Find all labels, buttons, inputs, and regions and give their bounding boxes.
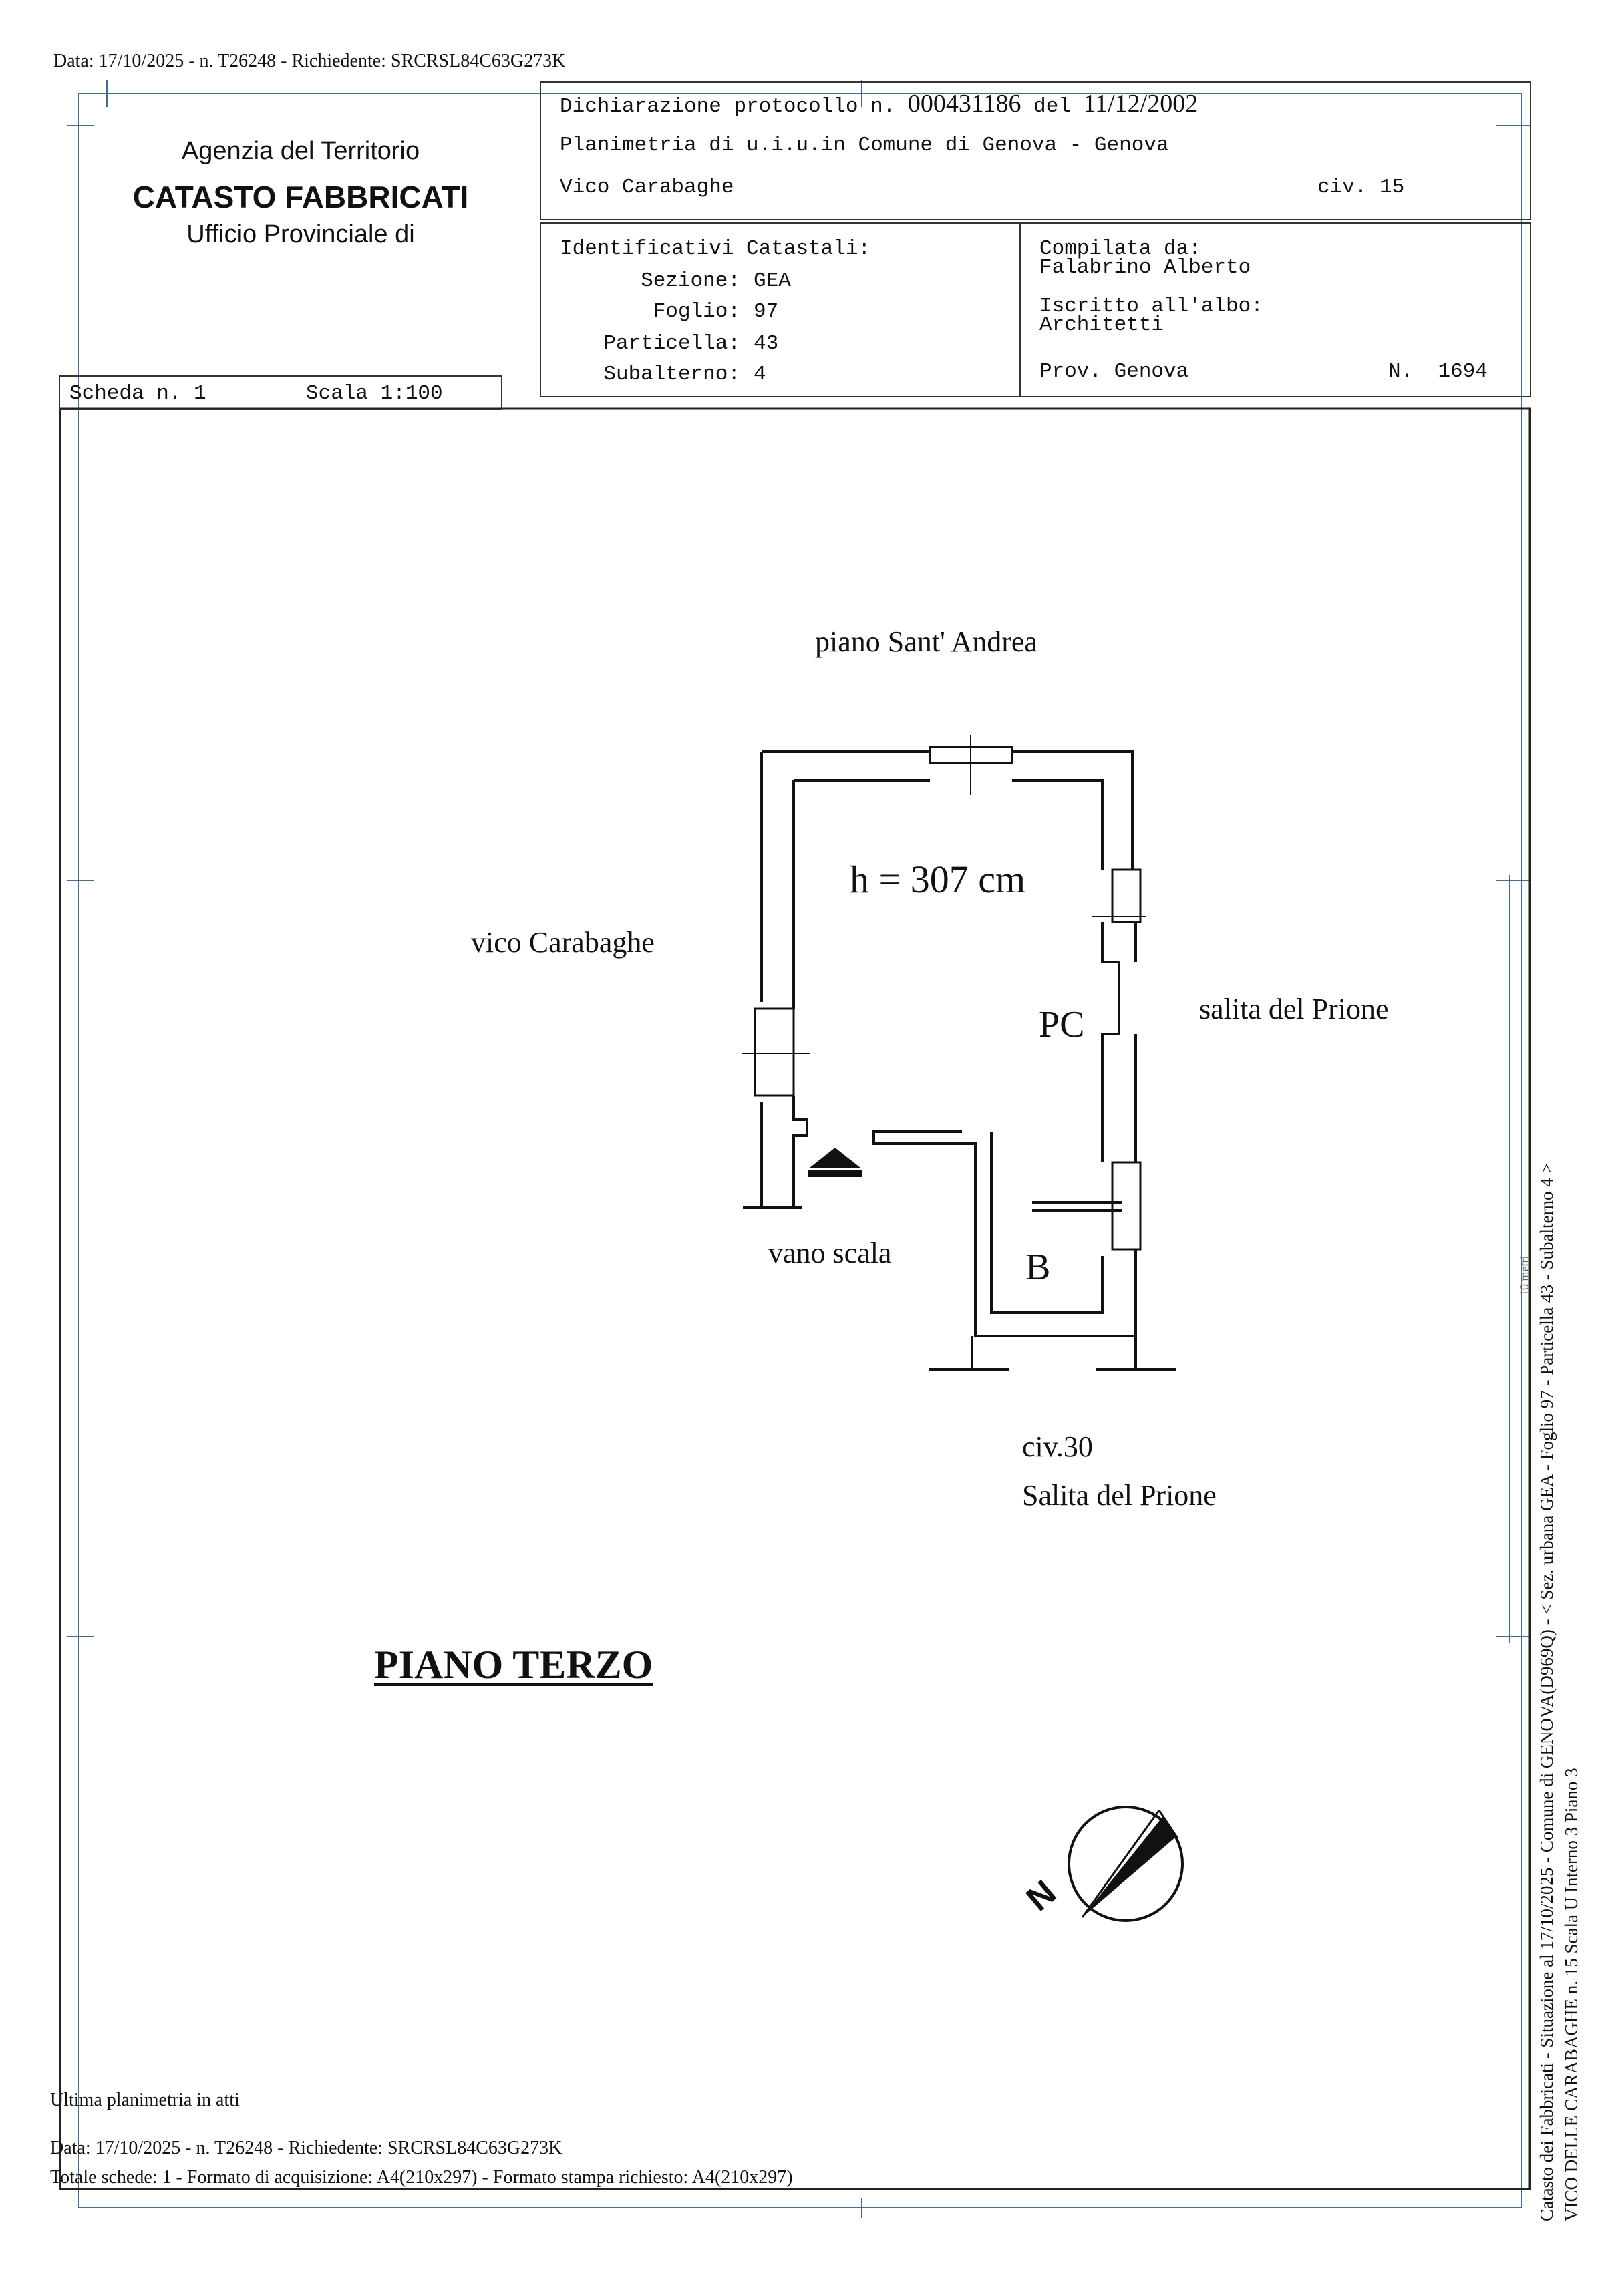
foglio-label: Foglio: xyxy=(653,300,740,323)
agency-name: Agenzia del Territorio xyxy=(181,137,420,165)
ufficio-label: Ufficio Provinciale di xyxy=(186,220,415,249)
n-value: 1694 xyxy=(1438,360,1488,383)
scheda-label: Scheda n. 1 xyxy=(69,382,206,405)
catasto-title: CATASTO FABBRICATI xyxy=(132,180,469,214)
n-label: N. xyxy=(1388,360,1414,383)
foglio-value: 97 xyxy=(754,300,779,323)
inner-wall xyxy=(792,779,1120,1314)
dichiarazione-label: Dichiarazione protocollo n. xyxy=(560,95,896,118)
street-line: Vico Carabaghe xyxy=(560,176,734,199)
ultima-label: Ultima planimetria in atti xyxy=(50,2090,240,2110)
planimetria-line: Planimetria di u.i.u.in Comune di Genova… xyxy=(560,134,1169,157)
subalterno-label: Subalterno: xyxy=(603,363,740,386)
top-stamp: Data: 17/10/2025 - n. T26248 - Richieden… xyxy=(53,51,566,71)
compilata-name: Falabrino Alberto xyxy=(1039,256,1251,279)
compilata-box: Compilata da: Falabrino Alberto Iscritto… xyxy=(1019,222,1531,397)
identificativi-box: Identificativi Catastali: Sezione: GEA F… xyxy=(540,222,1021,397)
side-text-line2: VICO DELLE CARABAGHE n. 15 Scala U Inter… xyxy=(1561,1768,1581,2221)
civ30-label: civ.30 xyxy=(1022,1430,1093,1463)
sezione-value: GEA xyxy=(754,269,791,293)
height-label: h = 307 cm xyxy=(850,858,1026,901)
scheda-box: Scheda n. 1 Scala 1:100 xyxy=(59,375,502,410)
del-label: del xyxy=(1033,95,1071,118)
prov-label: Prov. Genova xyxy=(1039,360,1189,383)
iscritto-label: Iscritto all'albo: xyxy=(1039,295,1263,318)
compilata-label: Compilata da: xyxy=(1039,237,1201,261)
particella-label: Particella: xyxy=(603,332,740,355)
protocol-number: 000431186 xyxy=(907,90,1021,118)
outer-wall xyxy=(760,750,1137,1337)
stair-label: vano scala xyxy=(768,1237,892,1269)
stair-arrow-icon xyxy=(810,1148,860,1168)
scala-label: Scala 1:100 xyxy=(306,382,443,405)
sezione-label: Sezione: xyxy=(641,269,740,293)
west-street-label: vico Carabaghe xyxy=(471,926,655,959)
room-pc-label: PC xyxy=(1039,1004,1085,1045)
protocol-box: Dichiarazione protocollo n. 000431186 de… xyxy=(540,81,1531,220)
particella-value: 43 xyxy=(754,332,779,355)
room-b-label: B xyxy=(1025,1247,1051,1288)
side-text-line1: Catasto dei Fabbricati - Situazione al 1… xyxy=(1537,1163,1557,2221)
side-mark: 10 metri xyxy=(1518,1255,1531,1297)
footer-totale: Totale schede: 1 - Formato di acquisizio… xyxy=(50,2167,793,2188)
north-arrow-icon xyxy=(1068,1806,1184,1922)
identificativi-title: Identificativi Catastali: xyxy=(560,237,871,261)
floor-title: PIANO TERZO xyxy=(374,1643,653,1687)
north-street-label: piano Sant' Andrea xyxy=(815,625,1037,658)
south-street-label: Salita del Prione xyxy=(1022,1479,1217,1512)
subalterno-value: 4 xyxy=(754,363,766,386)
protocol-date: 11/12/2002 xyxy=(1083,90,1198,118)
east-street-label: salita del Prione xyxy=(1199,993,1389,1025)
albo-value: Architetti xyxy=(1039,313,1164,337)
civ-line: civ. 15 xyxy=(1317,176,1405,199)
footer-data: Data: 17/10/2025 - n. T26248 - Richieden… xyxy=(50,2138,562,2158)
